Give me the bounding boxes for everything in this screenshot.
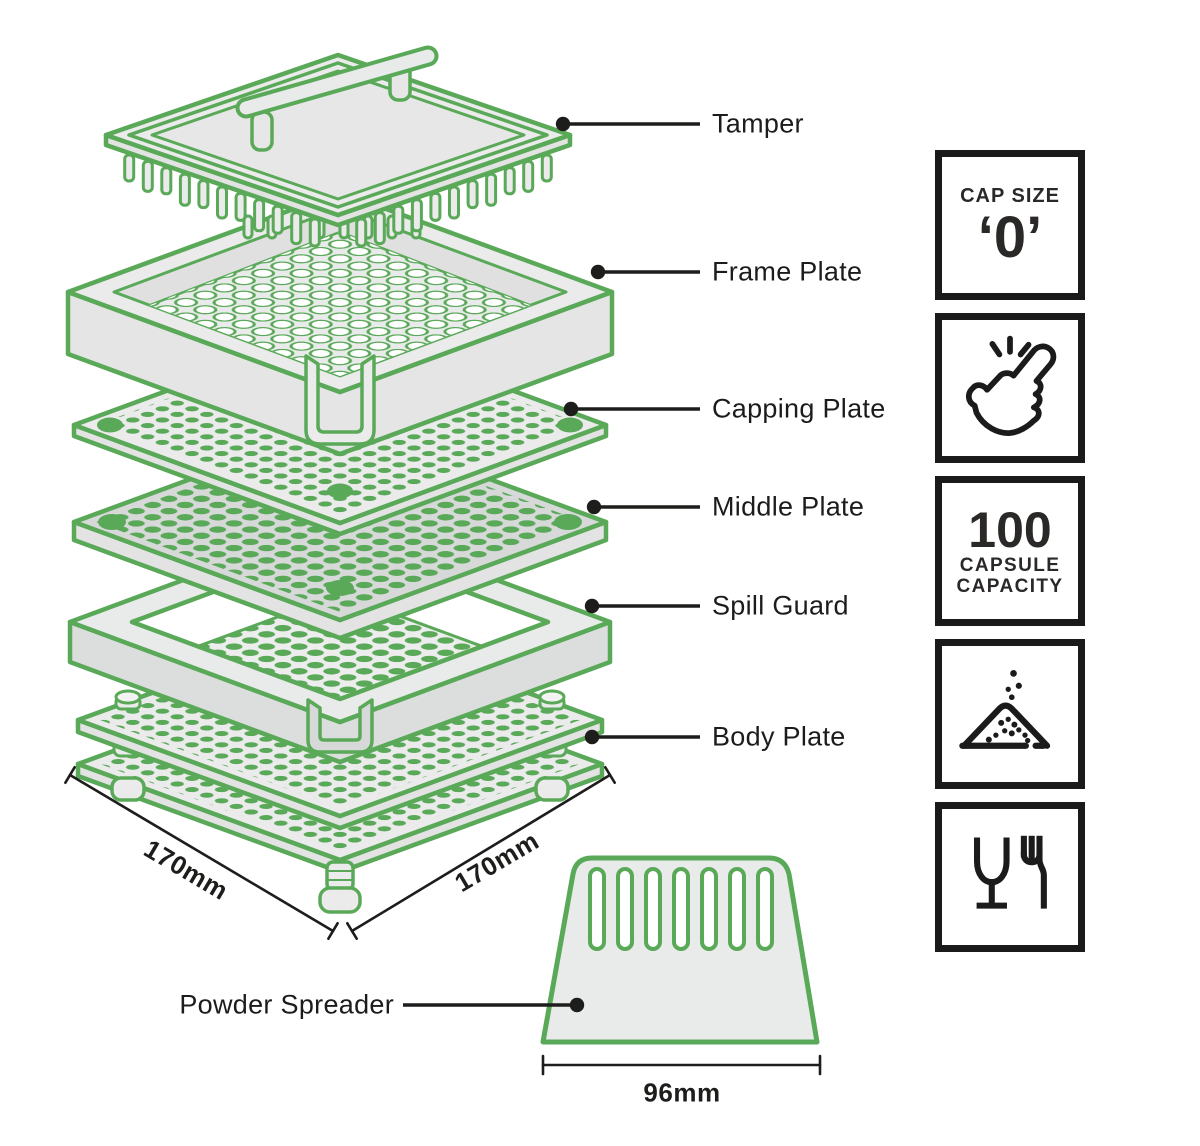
dimension-96mm: 96mm (643, 1077, 721, 1108)
dimension-lines (64, 766, 822, 1076)
leader-body-plate (584, 729, 700, 745)
label-body-plate: Body Plate (712, 721, 846, 752)
badge-powder (935, 639, 1085, 789)
cap-size-label: CAP SIZE (960, 184, 1060, 207)
powder-pile-icon (959, 670, 1051, 749)
leader-capping-plate (563, 401, 700, 417)
label-tamper: Tamper (712, 108, 804, 139)
label-middle-plate: Middle Plate (712, 491, 865, 522)
label-frame-plate: Frame Plate (712, 256, 863, 287)
leader-frame-plate (590, 264, 700, 280)
badge-food-safe (935, 802, 1085, 952)
leader-tamper (555, 116, 700, 132)
leader-middle-plate (586, 499, 700, 515)
capacity-line2: CAPACITY (956, 576, 1064, 597)
label-capping-plate: Capping Plate (712, 393, 886, 424)
spec-badges-column: CAP SIZE ‘0’ 100 CAPSULE CAPACITY (935, 150, 1085, 965)
cap-size-value: ‘0’ (977, 204, 1043, 270)
powder-spreader-illustration (540, 855, 820, 1045)
leader-lines (403, 116, 700, 1013)
leader-spill-guard (584, 598, 700, 614)
badge-capacity: 100 CAPSULE CAPACITY (935, 476, 1085, 626)
food-grade-icon (973, 835, 1047, 909)
capacity-line1: CAPSULE (959, 554, 1061, 576)
snap-fingers-icon (965, 335, 1057, 436)
frame-plate-illustration (65, 189, 615, 457)
label-powder-spreader: Powder Spreader (179, 989, 394, 1020)
tamper-illustration (103, 45, 573, 248)
badge-cap-size: CAP SIZE ‘0’ (935, 150, 1085, 300)
badge-easy-use (935, 313, 1085, 463)
capacity-number: 100 (968, 501, 1052, 558)
label-spill-guard: Spill Guard (712, 590, 849, 621)
leader-powder-spreader (403, 997, 585, 1013)
